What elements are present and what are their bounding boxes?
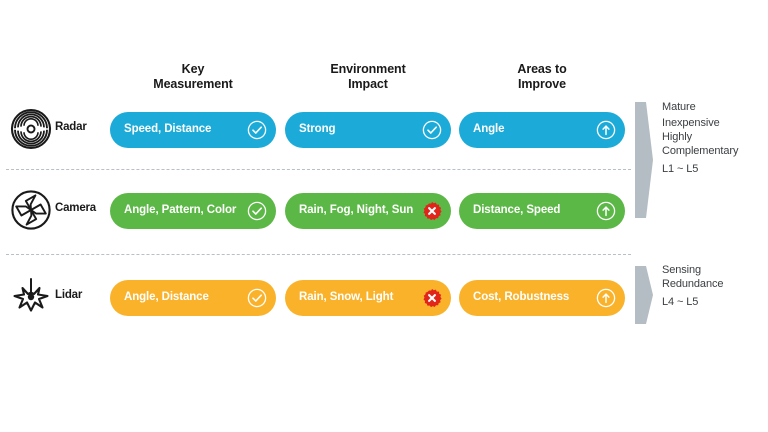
check-icon [247,288,267,308]
lidar-scan-icon [8,274,54,320]
pill-camera-environment-impact[interactable]: Rain, Fog, Night, Sun [285,193,451,229]
pill-camera-key-measurement[interactable]: Angle, Pattern, Color [110,193,276,229]
pill-radar-areas-to-improve[interactable]: Angle [459,112,625,148]
table-row-lidar: Lidar Angle, Distance Rain, Snow, Light … [0,278,768,316]
column-header-environment-impact: Environment Impact [330,62,406,91]
right-arrow-icon [632,100,656,220]
up-arrow-icon [596,288,616,308]
sensor-label-lidar: Lidar [55,289,83,301]
camera-aperture-icon [8,187,54,233]
annotation-line-wrapped: Sensing Redundance [662,264,724,290]
annotation-level: L4 ~ L5 [662,296,699,308]
pill-text: Strong [299,123,336,136]
pill-radar-environment-impact[interactable]: Strong [285,112,451,148]
pill-radar-key-measurement[interactable]: Speed, Distance [110,112,276,148]
table-row-camera: Camera Angle, Pattern, Color Rain, Fog, … [0,190,768,230]
sensor-label-radar: Radar [55,121,87,133]
x-circle-icon [422,288,442,308]
pill-text: Angle [473,123,505,136]
annotation-line: Mature [662,101,696,113]
up-arrow-icon [596,120,616,140]
up-arrow-icon [596,201,616,221]
annotation-text: Sensing Redundance L4 ~ L5 [662,264,768,311]
annotation-text: Mature Inexpensive Highly Complementary … [662,100,768,178]
pill-text: Rain, Fog, Night, Sun [299,204,414,217]
annotation-level: L1 ~ L5 [662,163,699,175]
check-icon [247,120,267,140]
pill-text: Distance, Speed [473,204,561,217]
pill-text: Cost, Robustness [473,291,570,304]
column-header-areas-to-improve: Areas to Improve [517,62,567,91]
annotation-line: Inexpensive [662,116,720,129]
check-icon [247,201,267,221]
annotation-line-wrapped: Highly Complementary [662,131,739,157]
pill-camera-areas-to-improve[interactable]: Distance, Speed [459,193,625,229]
check-icon [422,120,442,140]
pill-text: Angle, Distance [124,291,209,304]
pill-lidar-key-measurement[interactable]: Angle, Distance [110,280,276,316]
row-divider [6,254,631,255]
table-row-radar: Radar Speed, Distance Strong Angle [0,109,768,149]
row-divider [6,169,631,170]
sensor-label-camera: Camera [55,202,96,214]
x-circle-icon [422,201,442,221]
pill-text: Angle, Pattern, Color [124,204,237,217]
pill-lidar-environment-impact[interactable]: Rain, Snow, Light [285,280,451,316]
pill-text: Rain, Snow, Light [299,291,394,304]
radar-waves-icon [8,106,54,152]
right-arrow-icon [632,264,656,326]
pill-lidar-areas-to-improve[interactable]: Cost, Robustness [459,280,625,316]
column-header-key-measurement: Key Measurement [153,62,233,91]
pill-text: Speed, Distance [124,123,212,136]
